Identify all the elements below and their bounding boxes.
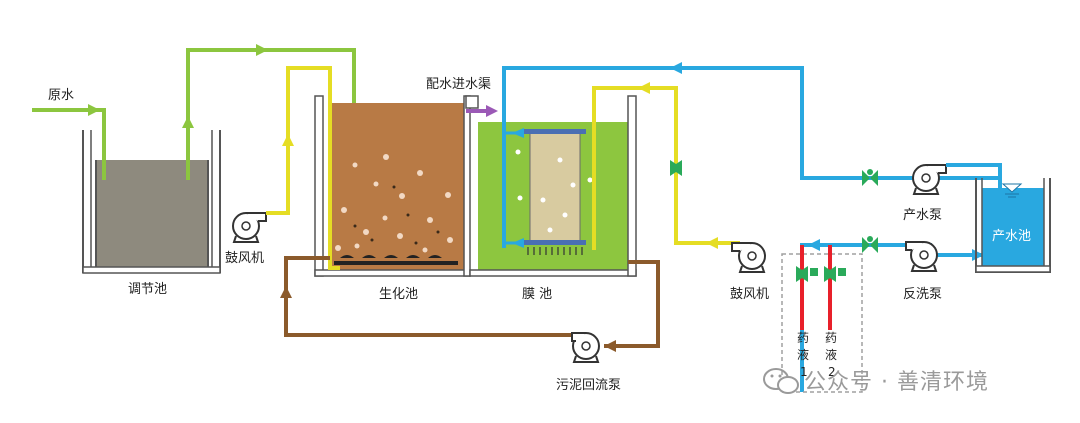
membrane-bubbles: [515, 149, 593, 233]
sludge-return-pipe-a: [604, 260, 660, 348]
backwash-pump: [905, 241, 938, 272]
raw-water-pipe: [32, 108, 106, 180]
air-pipe-bio: [266, 66, 340, 270]
permeate-arrow: [670, 62, 682, 74]
membrane-tank: [465, 95, 637, 277]
chemical-2-char1: 药: [825, 331, 837, 345]
distribution-arrow: [486, 105, 498, 117]
product-pump: [912, 164, 947, 195]
product-pump-label: 产水泵: [903, 208, 942, 223]
membrane-module-top-header: [522, 129, 586, 134]
water-level-icon: [1001, 183, 1023, 198]
sludge-pump-label: 污泥回流泵: [556, 378, 621, 393]
sludge-arrow-up: [280, 286, 292, 298]
bio-tank-floor: [314, 269, 471, 277]
bio-particles: [353, 185, 440, 245]
blower-right-label: 鼓风机: [730, 287, 769, 302]
bio-tank: [314, 95, 471, 277]
chemical-dosing-box: [781, 253, 863, 393]
blower-left: [232, 212, 267, 243]
sludge-arrow: [604, 340, 616, 352]
chemical-1-char3: 1: [800, 365, 808, 379]
watermark-text: 公众号 · 善清环境: [804, 370, 989, 395]
air-arrow-membrane: [706, 237, 718, 249]
backwash-valve[interactable]: [862, 236, 878, 253]
bio-tank-left-wall: [314, 95, 324, 277]
equalization-tank-label: 调节池: [128, 282, 167, 297]
wechat-icon: [763, 368, 799, 394]
feed-arrow-up: [182, 116, 194, 128]
air-arrow-bio: [282, 134, 294, 146]
air-arrow-membrane-top: [638, 82, 650, 94]
raw-water-label: 原水: [48, 88, 74, 103]
blower-right: [731, 242, 766, 273]
bio-bubbles: [335, 154, 453, 253]
air-valve[interactable]: [670, 160, 682, 176]
membrane-tank-right-wall: [627, 95, 637, 277]
chemical-2-char2: 液: [825, 347, 837, 362]
bio-tank-right-wall: [463, 95, 471, 277]
membrane-tank-label: 膜 池: [522, 287, 552, 302]
distribution-channel-label: 配水进水渠: [426, 77, 491, 92]
backwash-arrow: [808, 239, 820, 251]
bio-tank-sludge: [328, 103, 468, 270]
chemical-2-valve[interactable]: [824, 266, 846, 282]
product-valve[interactable]: [862, 169, 878, 186]
blower-left-label: 鼓风机: [225, 251, 264, 266]
chemical-1-char1: 药: [797, 331, 809, 345]
feed-arrow-right: [256, 44, 268, 56]
bio-tank-label: 生化池: [379, 287, 418, 302]
membrane-module-bottom-header: [522, 240, 586, 245]
product-tank: [975, 178, 1051, 273]
chemical-1-valve[interactable]: [796, 266, 818, 282]
raw-water-arrow: [88, 104, 100, 116]
watermark: 公众号 · 善清环境: [763, 368, 989, 395]
distribution-channel-box: [465, 95, 479, 109]
equalization-tank-water: [96, 160, 208, 267]
membrane-aerators: [527, 247, 583, 255]
bio-diffusers: [340, 255, 442, 258]
backwash-pump-label: 反洗泵: [903, 287, 942, 302]
membrane-tank-floor: [469, 269, 637, 277]
product-tank-water: [982, 188, 1044, 266]
air-pipe-membrane: [592, 86, 740, 250]
product-tank-label: 产水池: [992, 229, 1031, 244]
sludge-pump: [571, 332, 600, 363]
chemical-1-char2: 液: [797, 347, 809, 362]
chemical-2-char3: 2: [828, 365, 836, 379]
